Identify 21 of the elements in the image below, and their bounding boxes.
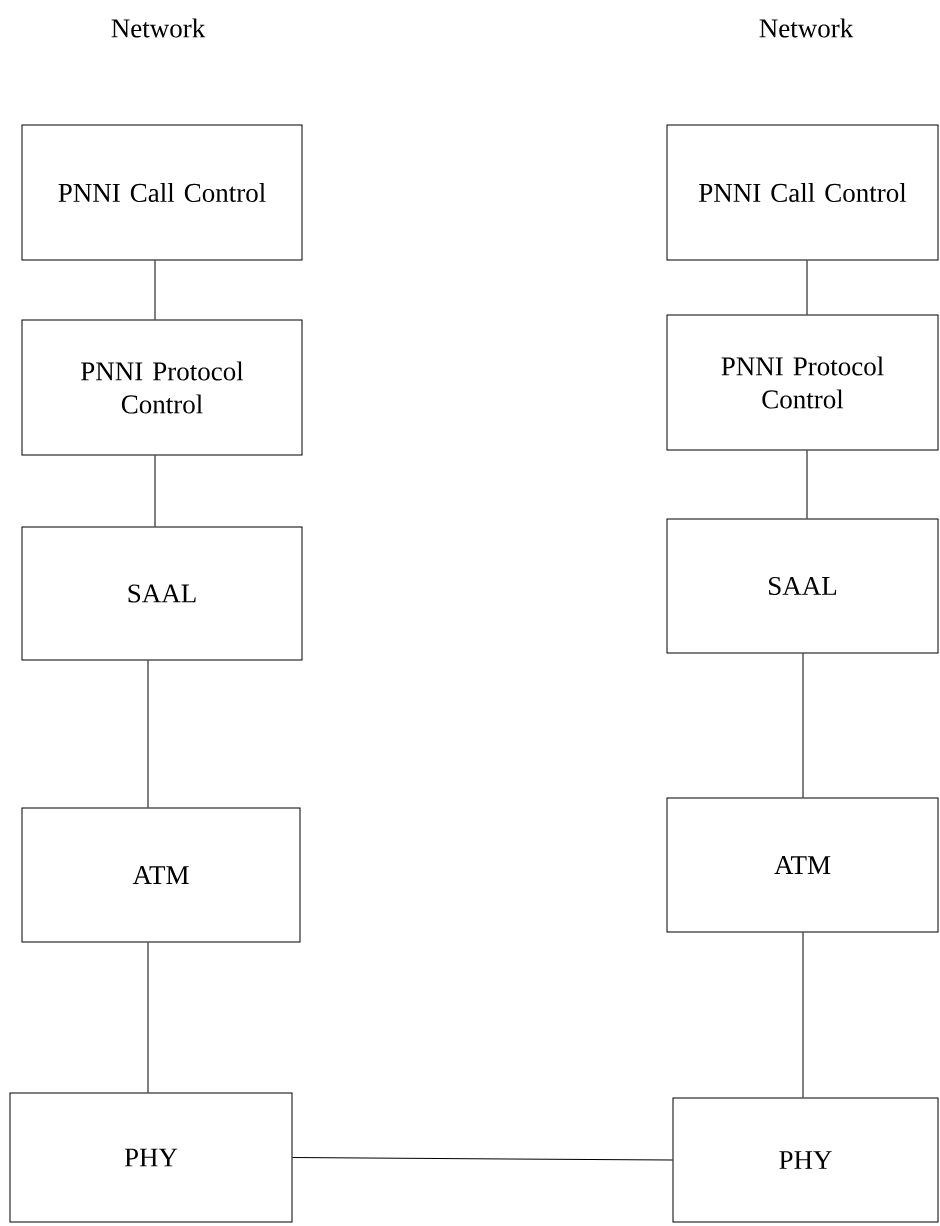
connector-line	[147, 660, 149, 808]
layer-box: PHY	[9, 1092, 293, 1223]
layer-box: PNNI Protocol Control	[21, 319, 303, 456]
layer-box: ATM	[21, 807, 301, 943]
connector-line	[806, 450, 808, 519]
layer-box: SAAL	[21, 526, 303, 661]
connector-line	[154, 260, 156, 320]
connector-line	[806, 260, 808, 315]
heading-label: Network	[111, 18, 206, 38]
heading-label: Network	[759, 18, 854, 38]
layer-box: SAAL	[666, 518, 939, 654]
connector-line	[802, 653, 804, 798]
layer-box: PNNI Call Control	[21, 124, 303, 261]
connector-line	[154, 455, 156, 527]
connector-line	[292, 1157, 673, 1161]
connector-line	[802, 932, 804, 1098]
layer-box: PHY	[672, 1097, 939, 1223]
layer-box: ATM	[666, 797, 939, 933]
layer-box: PNNI Call Control	[666, 124, 939, 261]
layer-box: PNNI Protocol Control	[666, 314, 939, 451]
connector-line	[147, 942, 149, 1093]
